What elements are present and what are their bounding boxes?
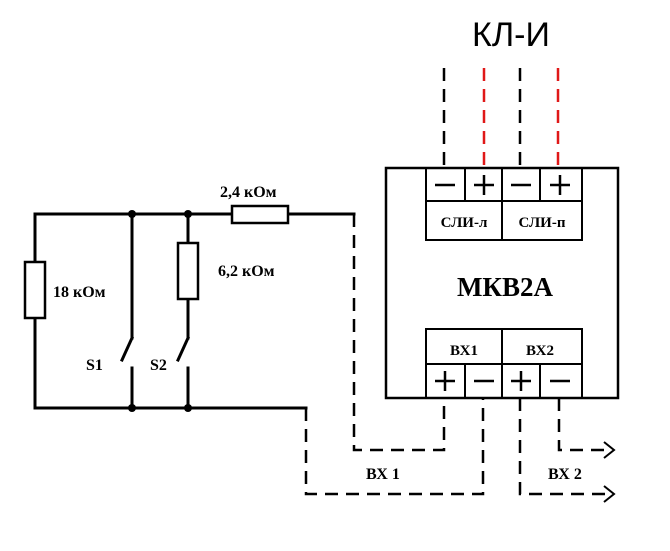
top-terminal-block: СЛИ-л СЛИ-п bbox=[425, 167, 583, 241]
terminal-label-sli-p: СЛИ-п bbox=[519, 215, 566, 231]
sensor-circuit bbox=[33, 210, 356, 412]
resistor-r2-label: 6,2 кОм bbox=[218, 263, 275, 280]
junction-dot bbox=[184, 210, 192, 218]
bottom-terminal-block: ВХ1 ВХ2 bbox=[425, 328, 583, 399]
resistor-r1 bbox=[230, 204, 290, 225]
input-label-vx2: ВХ 2 bbox=[548, 466, 582, 483]
top-terminal-frame bbox=[425, 167, 583, 241]
arrow-right-icon bbox=[603, 441, 616, 459]
terminal-label-vx1: ВХ1 bbox=[450, 343, 478, 359]
switch-s1-label: S1 bbox=[86, 357, 103, 374]
vx1-plus-line bbox=[352, 214, 446, 452]
vx2-minus-line bbox=[557, 398, 605, 452]
diagram-title: КЛ-И bbox=[472, 16, 550, 54]
resistor-r3-label: 18 кОм bbox=[53, 284, 106, 301]
resistor-r2 bbox=[176, 241, 200, 301]
vx2-plus-line bbox=[518, 398, 605, 496]
vx1-minus-line bbox=[304, 398, 485, 496]
input-connections bbox=[304, 214, 616, 503]
terminal-label-vx2: ВХ2 bbox=[526, 343, 554, 359]
resistor-r1-label: 2,4 кОм bbox=[220, 184, 277, 201]
cable-lines-top bbox=[442, 68, 560, 170]
terminal-label-sli-l: СЛИ-л bbox=[441, 215, 488, 231]
input-label-vx1: ВХ 1 bbox=[366, 466, 400, 483]
junction-dot bbox=[128, 210, 136, 218]
junction-dot bbox=[128, 404, 136, 412]
module-name: МКВ2А bbox=[457, 272, 554, 302]
switch-s2-label: S2 bbox=[150, 357, 167, 374]
junction-dot bbox=[184, 404, 192, 412]
arrow-right-icon bbox=[603, 485, 616, 503]
resistor-r3 bbox=[23, 260, 47, 320]
